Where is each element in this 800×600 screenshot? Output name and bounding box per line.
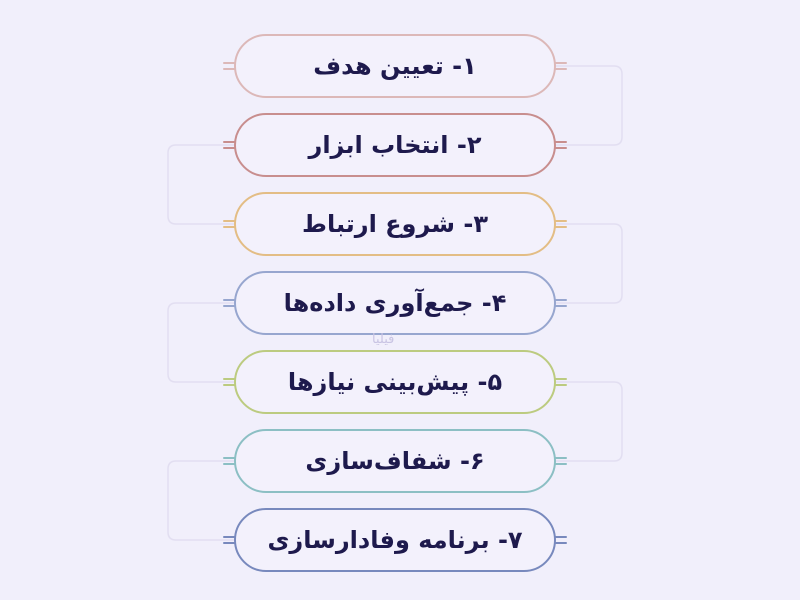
connector-path-6 <box>167 460 234 541</box>
connector-path-2 <box>167 144 234 225</box>
step-7-loyalty-program: ۷- برنامه وفادارسازی <box>234 508 556 572</box>
connector-path-3 <box>556 223 623 304</box>
step-1-label: ۱- تعیین هدف <box>313 52 477 80</box>
step-5-label: ۵- پیش‌بینی نیازها <box>287 368 503 396</box>
step-2-tool-selection: ۲- انتخاب ابزار <box>234 113 556 177</box>
step-2-label: ۲- انتخاب ابزار <box>308 131 482 159</box>
step-5-needs-prediction: ۵- پیش‌بینی نیازها <box>234 350 556 414</box>
step-7-label: ۷- برنامه وفادارسازی <box>267 526 523 554</box>
step-1-goal-setting: ۱- تعیین هدف <box>234 34 556 98</box>
connector-path-4 <box>167 302 234 383</box>
step-4-label: ۴- جمع‌آوری داده‌ها <box>283 289 507 317</box>
step-3-start-communication: ۳- شروع ارتباط <box>234 192 556 256</box>
watermark-logo: فیلیا <box>372 332 394 347</box>
step-6-label: ۶- شفاف‌سازی <box>305 447 485 475</box>
connector-path-1 <box>556 65 623 146</box>
connector-path-5 <box>556 381 623 462</box>
watermark-text: فیلیا <box>372 332 395 347</box>
step-4-data-collection: ۴- جمع‌آوری داده‌ها <box>234 271 556 335</box>
step-6-transparency: ۶- شفاف‌سازی <box>234 429 556 493</box>
step-3-label: ۳- شروع ارتباط <box>302 210 488 238</box>
